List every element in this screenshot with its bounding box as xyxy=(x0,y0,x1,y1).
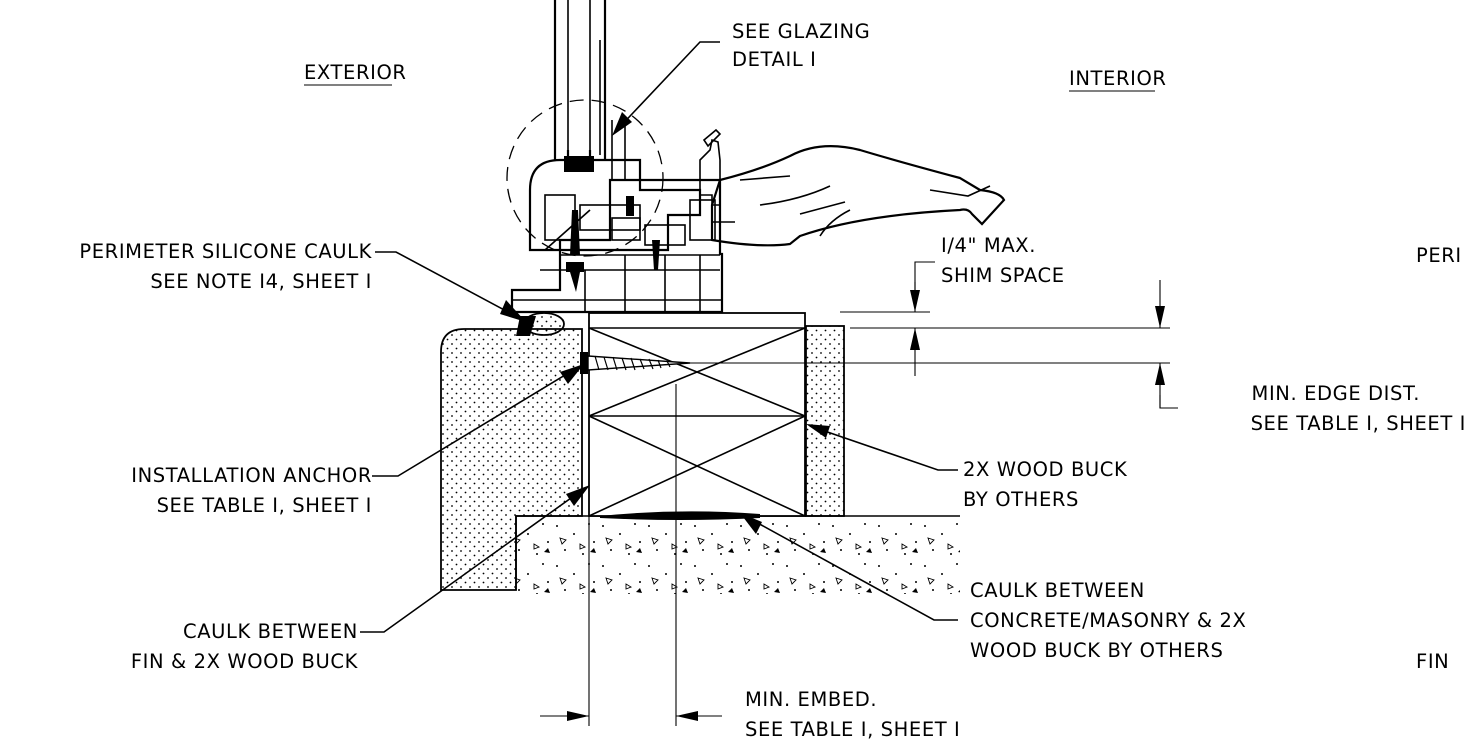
wood-buck-leader xyxy=(806,424,958,471)
frame-screws xyxy=(566,196,660,292)
glazing-detail-callout-circle xyxy=(506,99,664,257)
glazing-leader xyxy=(612,41,720,136)
embed-label-line1: MIN. EMBED. xyxy=(745,688,877,711)
caulk-concrete-label-line3: WOOD BUCK BY OTHERS xyxy=(970,639,1223,662)
caulk-concrete-leader xyxy=(740,513,958,621)
shim-space-dimension xyxy=(840,261,1170,376)
buck-label-line1: 2X WOOD BUCK xyxy=(963,458,1128,481)
perimeter-caulk-bead xyxy=(516,312,565,336)
glazing-label-line1: SEE GLAZING xyxy=(732,20,870,43)
label-exterior: EXTERIOR xyxy=(304,61,407,86)
edge-label-line2: SEE TABLE I, SHEET I xyxy=(1251,412,1466,435)
window-frame-profile xyxy=(506,0,724,314)
interior-label: INTERIOR xyxy=(1069,67,1167,90)
perimeter-label-line1: PERIMETER SILICONE CAULK xyxy=(79,240,372,263)
anchor-label-line2: SEE TABLE I, SHEET I xyxy=(157,494,372,517)
shim-label-line1: I/4" MAX. xyxy=(941,234,1036,257)
caulk-concrete-label-line2: CONCRETE/MASONRY & 2X xyxy=(970,609,1247,632)
caulk-fin-label-line2: FIN & 2X WOOD BUCK xyxy=(131,650,359,673)
anchor-leader xyxy=(372,364,584,477)
concrete-slab xyxy=(515,515,960,594)
caulk-concrete-label-line1: CAULK BETWEEN xyxy=(970,579,1145,602)
window-handle xyxy=(710,145,1006,247)
shim-label-line2: SHIM SPACE xyxy=(941,264,1065,287)
buck-label-line2: BY OTHERS xyxy=(963,488,1079,511)
embed-label-line2: SEE TABLE I, SHEET I xyxy=(745,718,960,740)
interior-masonry xyxy=(805,325,845,517)
embed-dimension xyxy=(540,384,722,726)
anchor-screw xyxy=(580,352,691,374)
wood-buck xyxy=(588,312,806,520)
fin-cut-label: FIN xyxy=(1416,650,1449,673)
peri-cut-label: PERI xyxy=(1416,244,1462,267)
perimeter-caulk-leader xyxy=(375,251,526,322)
glazing-label-line2: DETAIL I xyxy=(732,48,816,71)
label-interior: INTERIOR xyxy=(1069,67,1167,92)
glass-unit xyxy=(553,0,626,180)
anchor-label-line1: INSTALLATION ANCHOR xyxy=(131,464,372,487)
caulk-fin-label-line1: CAULK BETWEEN xyxy=(183,620,358,643)
exterior-label: EXTERIOR xyxy=(304,61,407,84)
caulk-fin-leader xyxy=(360,485,590,633)
edge-label-line1: MIN. EDGE DIST. xyxy=(1252,382,1420,405)
edge-distance-dimension xyxy=(690,280,1178,409)
perimeter-label-line2: SEE NOTE I4, SHEET I xyxy=(150,270,372,293)
